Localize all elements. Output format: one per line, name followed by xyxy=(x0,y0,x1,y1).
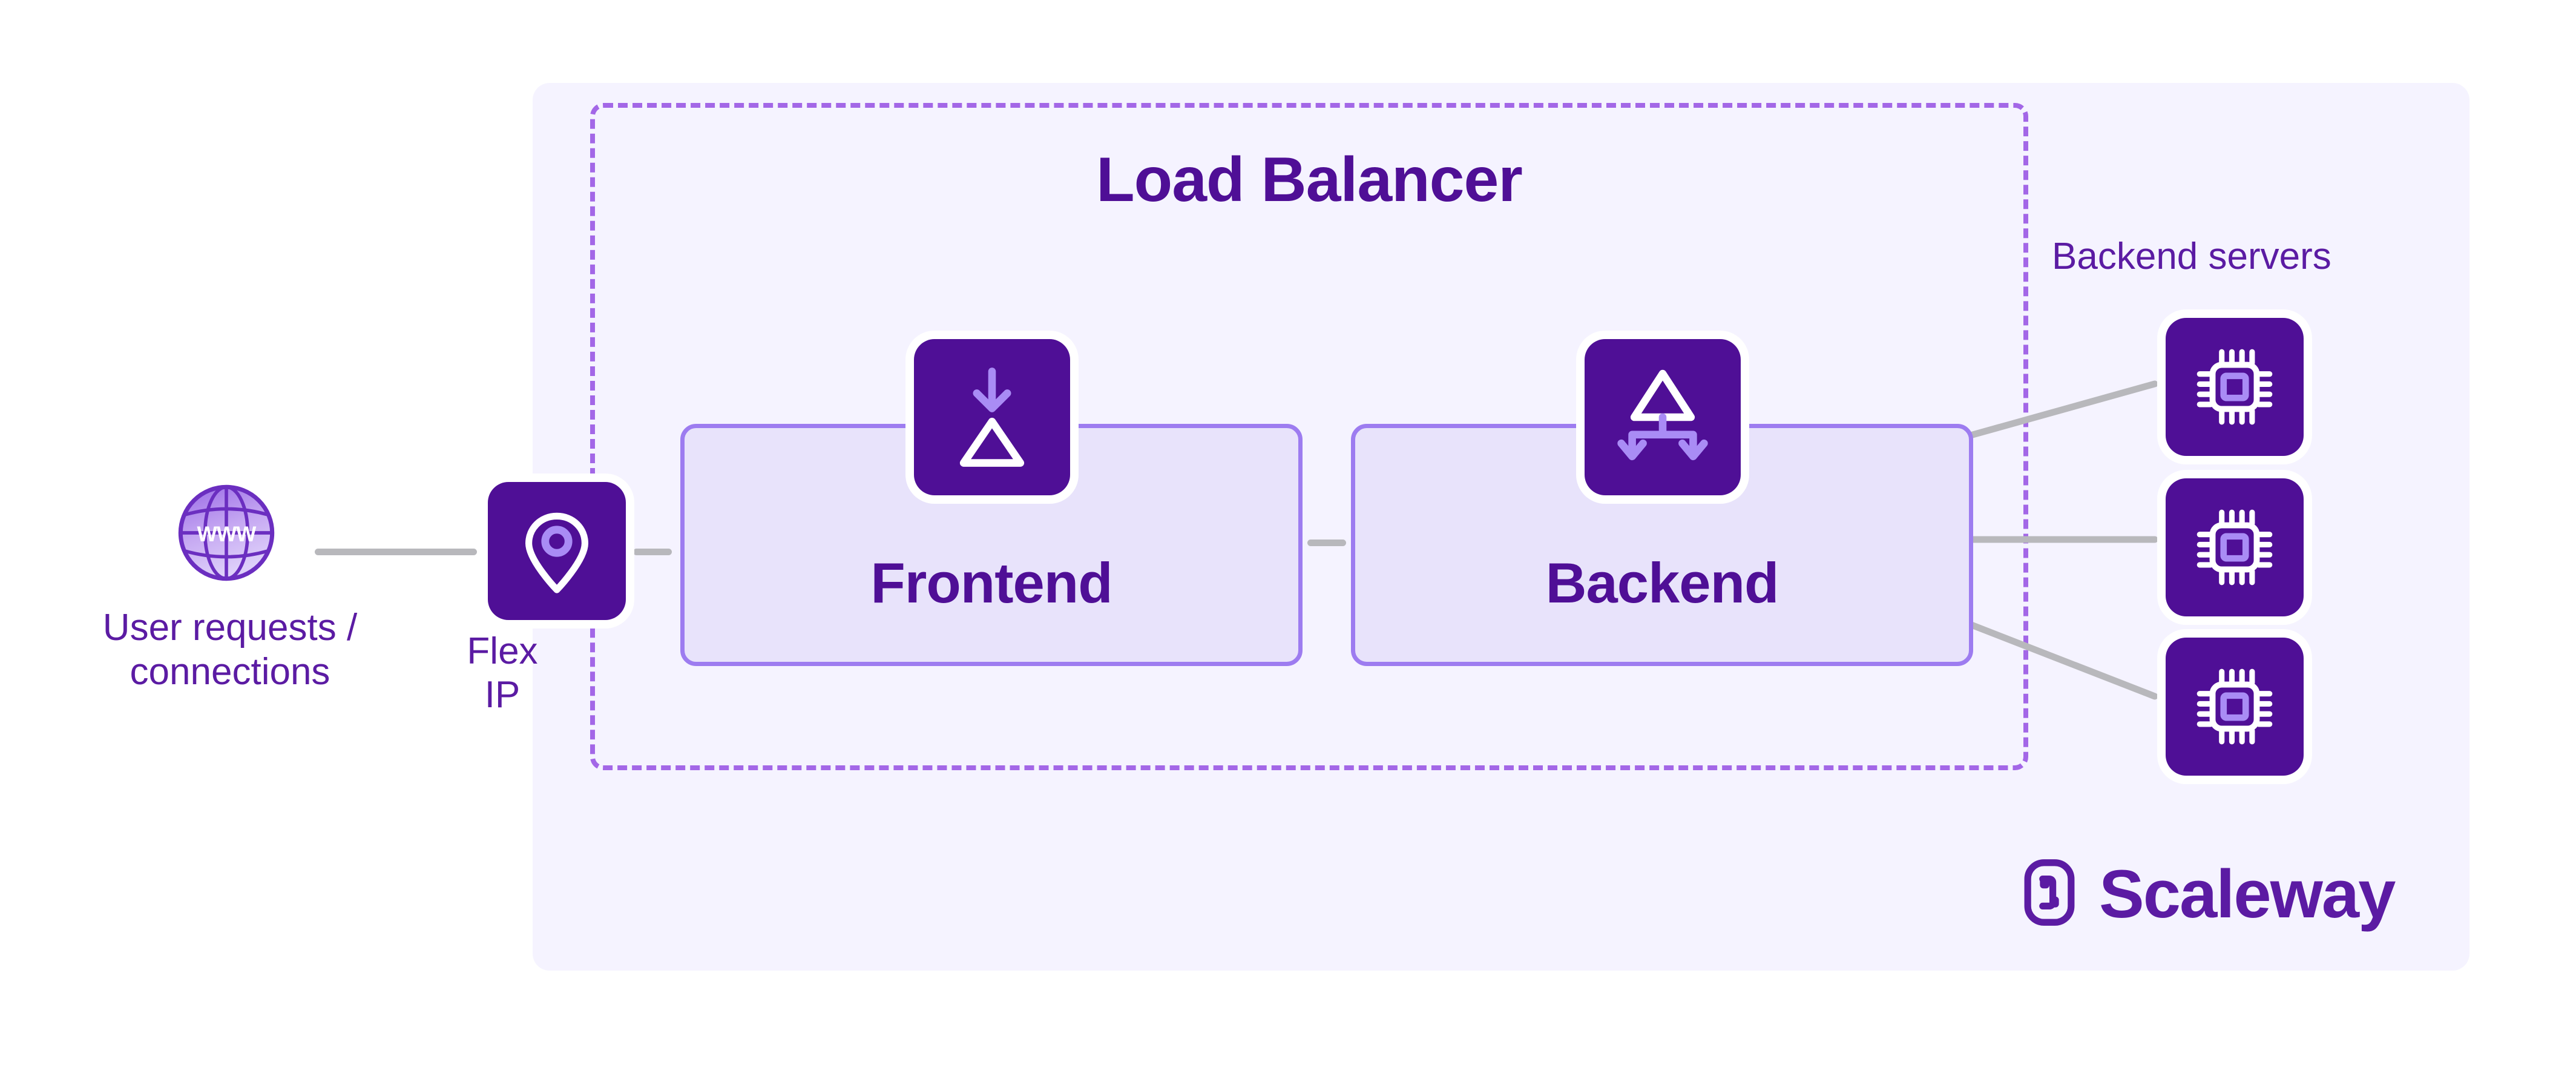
globe-www-icon: WWW xyxy=(173,480,280,586)
connector-flex-ip-to-frontend xyxy=(633,549,672,555)
triangle-split-arrows-down-icon xyxy=(1585,339,1741,495)
cpu-chip-icon[interactable] xyxy=(2166,478,2304,616)
user-requests-label-line2: connections xyxy=(130,651,330,693)
scaleway-logo-icon xyxy=(2016,859,2083,929)
arrow-down-into-triangle-icon xyxy=(914,339,1070,495)
frontend-label: Frontend xyxy=(870,551,1112,615)
cpu-chip-icon[interactable] xyxy=(2166,318,2304,456)
connector-frontend-to-backend xyxy=(1307,540,1346,546)
user-requests-label-line1: User requests / xyxy=(102,607,358,648)
cpu-chip-icon[interactable] xyxy=(2166,638,2304,776)
connector-users-to-flex-ip xyxy=(315,549,477,555)
map-pin-icon xyxy=(488,482,626,620)
flex-ip-label: Flex IP xyxy=(448,630,557,717)
scaleway-wordmark: Scaleway xyxy=(2099,856,2396,932)
user-requests-label: User requests / connections xyxy=(36,605,424,694)
flex-ip-label-line1: Flex xyxy=(467,630,538,672)
load-balancer-title: Load Balancer xyxy=(1096,145,1523,215)
scaleway-logo: Scaleway xyxy=(2016,856,2396,932)
globe-www-text: WWW xyxy=(197,523,257,546)
backend-servers-label: Backend servers xyxy=(2052,236,2331,277)
flex-ip-label-line2: IP xyxy=(484,673,521,716)
backend-label: Backend xyxy=(1545,551,1779,615)
